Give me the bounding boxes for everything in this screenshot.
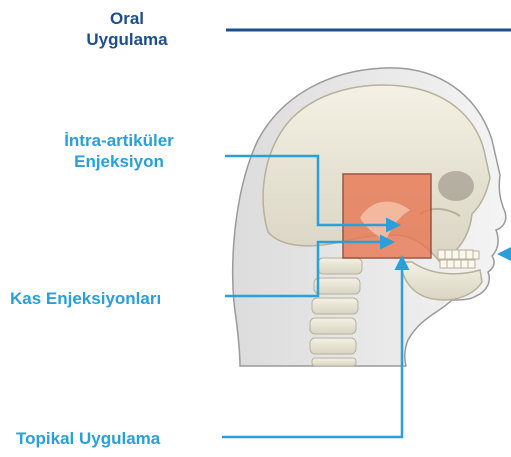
- topical-label: Topikal Uygulama: [16, 428, 160, 449]
- oral-label: Oral Uygulama: [72, 8, 182, 50]
- muscle-injection-label: Kas Enjeksiyonları: [10, 288, 161, 309]
- oral-label-line1: Oral: [72, 8, 182, 29]
- intra-label-line2: Enjeksiyon: [36, 151, 202, 172]
- intra-articular-label: İntra-artiküler Enjeksiyon: [36, 130, 202, 172]
- eye-socket: [438, 171, 474, 201]
- teeth: [438, 250, 479, 268]
- intra-label-line1: İntra-artiküler: [36, 130, 202, 151]
- oral-label-line2: Uygulama: [72, 29, 182, 50]
